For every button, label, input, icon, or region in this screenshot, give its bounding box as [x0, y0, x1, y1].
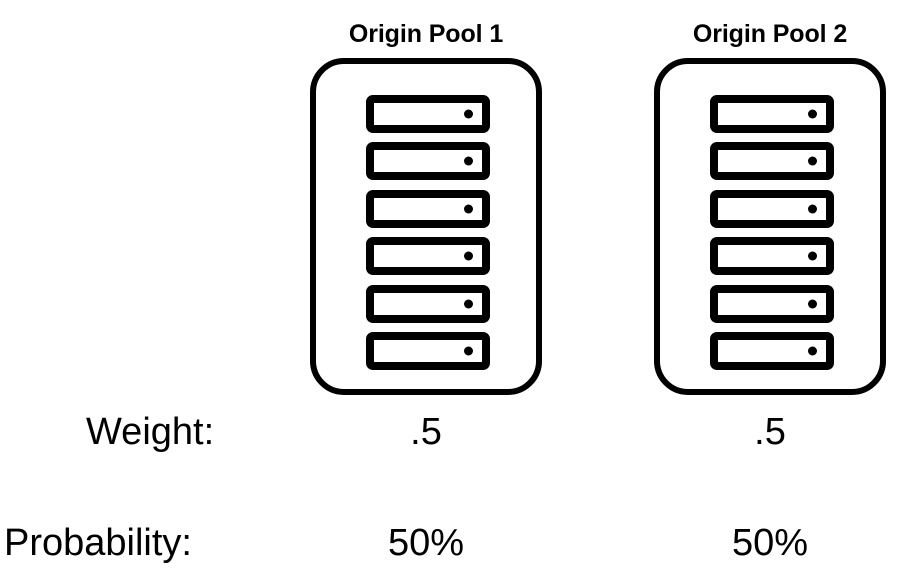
- pool-2-server-stack: [710, 95, 834, 370]
- pool-1-server-stack: [366, 95, 490, 370]
- server-unit: [366, 284, 490, 323]
- server-led-icon: [464, 204, 473, 214]
- pool-1-probability-value: 50%: [387, 522, 465, 564]
- server-unit: [710, 142, 834, 181]
- server-unit: [710, 95, 834, 133]
- pool-1-title: Origin Pool 1: [348, 20, 504, 48]
- server-led-icon: [464, 251, 473, 261]
- server-led-icon: [808, 204, 817, 214]
- server-unit: [710, 284, 834, 323]
- server-led-icon: [808, 109, 817, 119]
- server-unit: [366, 237, 490, 276]
- server-unit: [366, 331, 490, 370]
- server-unit: [710, 237, 834, 276]
- server-led-icon: [808, 251, 817, 261]
- pool-2-weight-value: .5: [754, 411, 786, 453]
- server-led-icon: [808, 299, 817, 309]
- server-unit: [710, 189, 834, 228]
- server-unit: [366, 95, 490, 133]
- server-unit: [366, 189, 490, 228]
- probability-row-label: Probability:: [4, 522, 192, 564]
- origin-pool-1-container: [310, 58, 542, 395]
- weight-row-label: Weight:: [86, 411, 215, 453]
- server-led-icon: [464, 156, 473, 166]
- pool-2-title: Origin Pool 2: [692, 20, 848, 48]
- origin-pool-2-container: [654, 58, 886, 395]
- server-led-icon: [464, 346, 473, 356]
- server-led-icon: [808, 156, 817, 166]
- server-unit: [366, 142, 490, 181]
- server-led-icon: [464, 299, 473, 309]
- pool-1-weight-value: .5: [410, 411, 442, 453]
- server-unit: [710, 331, 834, 370]
- server-led-icon: [464, 109, 473, 119]
- server-led-icon: [808, 346, 817, 356]
- pool-2-probability-value: 50%: [731, 522, 809, 564]
